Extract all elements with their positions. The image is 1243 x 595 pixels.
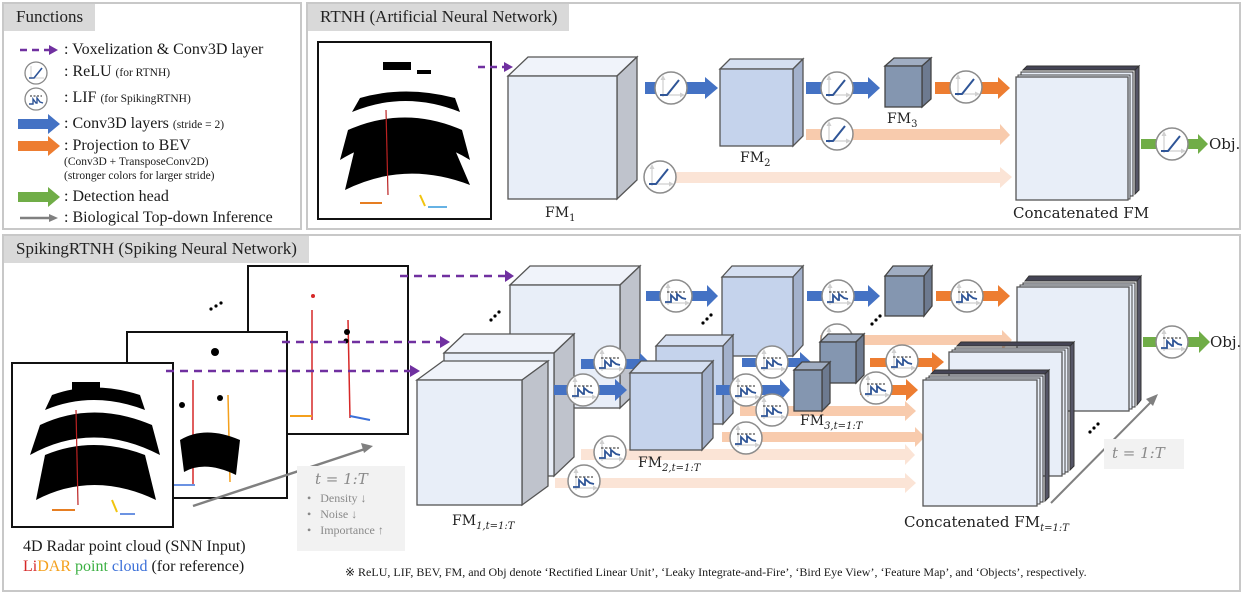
snn-fm3-cube-middle [818, 332, 866, 385]
lif-icon [1155, 325, 1189, 359]
legend-item-relu: : ReLU (for RTNH) [16, 60, 170, 85]
snn-fm2-cube-back [720, 264, 805, 358]
snn-topdown-arrow-input [192, 443, 373, 508]
snn-topdown-arrow-output [1050, 394, 1158, 504]
bullet-noise: • Noise ↓ [307, 507, 358, 521]
lif-icon [859, 371, 893, 405]
lif-icon [729, 421, 763, 455]
snn-input-frame-front [11, 362, 174, 528]
rtnh-concatenated-fm [1015, 64, 1141, 201]
rtnh-fm1-label: FM1 [545, 205, 576, 224]
legend-title: Functions [4, 4, 96, 31]
rtnh-fm3-label: FM3 [887, 111, 918, 130]
time-label: t = 1:T [315, 470, 368, 488]
lidar-caption-word: point [71, 558, 108, 575]
legend-projection-sub1: (Conv3D + TransposeConv2D) [64, 156, 209, 168]
gray-arrow-icon [16, 206, 62, 230]
lif-icon [566, 373, 600, 407]
lif-icon [755, 393, 789, 427]
legend-item-projection: : Projection to BEV [16, 134, 191, 158]
snn-projection-arrow-fm1-b [555, 473, 916, 493]
lif-icon [729, 373, 763, 407]
rtnh-radar-input-image [317, 41, 492, 220]
ellipsis-icon [701, 313, 882, 326]
snn-concat-front [922, 368, 1051, 507]
snn-fm1-cube-front [415, 359, 550, 507]
legend-item-voxelization: : Voxelization & Conv3D layer [16, 38, 263, 62]
legend-item-detection: : Detection head [16, 185, 169, 209]
legend-item-lif: : LIF (for SpikingRTNH) [16, 86, 191, 111]
lidar-caption-word: cloud [107, 558, 148, 575]
snn-projection-arrow-fm2-front [722, 427, 925, 447]
rtnh-output-label: Obj. [1209, 135, 1241, 153]
rtnh-voxelization-arrow [478, 62, 513, 72]
legend-panel: Functions : Voxelization & Conv3D layer … [2, 2, 302, 230]
lif-icon [567, 464, 601, 498]
lidar-caption-word: Li [23, 558, 38, 575]
rtnh-title: RTNH (Artificial Neural Network) [308, 4, 570, 31]
rtnh-fm1-cube [506, 55, 639, 201]
snn-fm2-label: FM2,t=1:T [638, 455, 701, 474]
snn-fm3-cube-front [792, 360, 832, 413]
snn-input-caption: 4D Radar point cloud (SNN Input) [23, 538, 246, 555]
legend-projection-sub2: (stronger colors for larger stride) [64, 170, 215, 182]
snn-time-box-input: t = 1:T • Density ↓ • Noise ↓ • Importan… [297, 466, 405, 551]
bullet-density: • Density ↓ [307, 491, 367, 505]
snn-time-box-output: t = 1:T [1104, 439, 1184, 469]
lif-icon [659, 279, 693, 313]
snn-output-label: Obj. [1210, 333, 1242, 351]
green-arrow-icon [16, 185, 62, 209]
dashed-purple-arrow-icon [16, 38, 62, 62]
lif-icon [16, 86, 62, 111]
snn-concat-back [1016, 274, 1143, 412]
lif-icon [593, 345, 627, 379]
footnote: ※ ReLU, LIF, BEV, FM, and Obj denote ‘Re… [345, 565, 1087, 579]
lif-icon [950, 279, 984, 313]
bullet-importance: • Importance ↑ [307, 523, 384, 537]
snn-fm3-label: FM3,t=1:T [800, 413, 863, 432]
rtnh-diagram [317, 41, 1208, 220]
rtnh-fm3-cube [883, 56, 933, 109]
lidar-caption-word: DAR [37, 558, 71, 575]
rtnh-fm2-cube [718, 57, 805, 148]
lif-icon [821, 279, 855, 313]
snn-fm3-cube-back [883, 264, 934, 318]
rtnh-concat-label: Concatenated FM [1013, 204, 1150, 222]
legend-item-topdown: : Biological Top-down Inference [16, 206, 273, 230]
snn-fm1-label: FM1,t=1:T [452, 513, 515, 532]
lidar-caption-word: (for reference) [147, 558, 245, 575]
ellipsis-icon [1088, 422, 1100, 434]
blue-arrow-icon [16, 112, 62, 136]
rtnh-projection-arrow-fm2 [806, 124, 1010, 145]
rtnh-projection-arrow-fm1 [645, 167, 1012, 188]
ellipsis-icon [209, 301, 223, 311]
snn-fm2-cube-front [628, 359, 715, 452]
spiking-title: SpikingRTNH (Spiking Neural Network) [4, 236, 309, 263]
lidar-caption: LiDAR point cloud (for reference) [23, 558, 244, 576]
snn-voxelization-arrows [166, 270, 514, 377]
relu-icon [16, 60, 62, 85]
ellipsis-icon [489, 310, 501, 322]
lif-icon [885, 344, 919, 378]
lif-icon [755, 345, 789, 379]
legend-item-conv3d: : Conv3D layers (stride = 2) [16, 112, 224, 136]
snn-concat-label: Concatenated FMt=1:T [904, 513, 1069, 534]
lif-icon [593, 435, 627, 469]
orange-arrow-icon [16, 134, 62, 158]
rtnh-fm2-label: FM2 [740, 150, 771, 169]
